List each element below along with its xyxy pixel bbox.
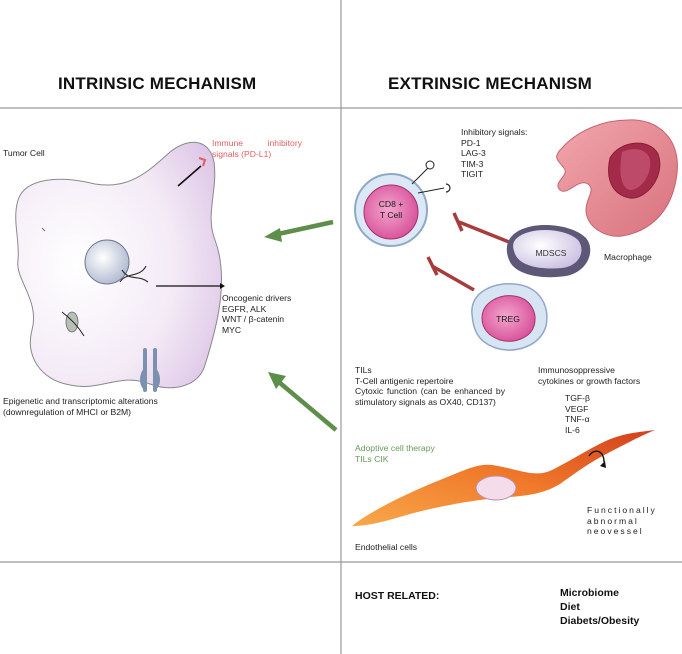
- cd8-t-cell: [354, 160, 451, 247]
- host-item: Microbiome: [560, 587, 619, 599]
- dna-icon: [119, 265, 149, 283]
- pdl1-icon: [198, 157, 207, 167]
- treg-label: TREG: [496, 314, 520, 324]
- inhibition-lines: [426, 212, 510, 292]
- epigenetic-label: Epigenetic and transcriptomic alteration…: [3, 396, 158, 417]
- host-related-list: Microbiome Diet Diabets/Obesity: [560, 586, 639, 628]
- mdscs-label: MDSCS: [535, 248, 567, 258]
- inhibitory-signals: Inhibitory signals: PD-1 LAG-3 TIM-3 TIG…: [461, 127, 528, 179]
- neovessel-label: Functionally abnormal neovessel: [587, 505, 657, 536]
- tils-label: TILs T-Cell antigenic repertoire Cytoxic…: [355, 365, 505, 407]
- organelle: [65, 311, 79, 333]
- tumor-cell-shape: [15, 141, 225, 392]
- endothelial-label: Endothelial cells: [355, 542, 418, 552]
- endothelial-vessel: [352, 430, 655, 526]
- immunosuppressive-label: Immunosoppressive cytokines or growth fa…: [538, 365, 641, 386]
- mhc-receptor-icon: [140, 348, 160, 392]
- cytokine-list: TGF-β VEGF TNF-α IL-6: [565, 393, 590, 435]
- mdscs-cell: [506, 224, 591, 278]
- treg-cell: [471, 283, 548, 351]
- macrophage-label: Macrophage: [604, 252, 652, 262]
- extrinsic-header: EXTRINSIC MECHANISM: [388, 74, 593, 93]
- intrinsic-header: INTRINSIC MECHANISM: [58, 74, 257, 93]
- host-related-label: HOST RELATED:: [355, 590, 440, 602]
- host-item: Diabets/Obesity: [560, 615, 640, 627]
- host-item: Diet: [560, 601, 580, 613]
- macrophage-shape: [556, 119, 678, 237]
- immune-inhibitory-label: Immune inhibitory signals (PD-L1): [212, 138, 302, 159]
- adoptive-therapy-label: Adoptive cell therapy TILs CIK: [355, 443, 435, 464]
- tumor-cell-label: Tumor Cell: [3, 148, 45, 158]
- nucleus: [84, 239, 130, 285]
- oncogenic-drivers: Oncogenic drivers EGFR, ALK WNT / β-cate…: [222, 293, 292, 335]
- cd8-label: CD8 + T Cell: [378, 199, 404, 220]
- green-arrows: [264, 219, 338, 432]
